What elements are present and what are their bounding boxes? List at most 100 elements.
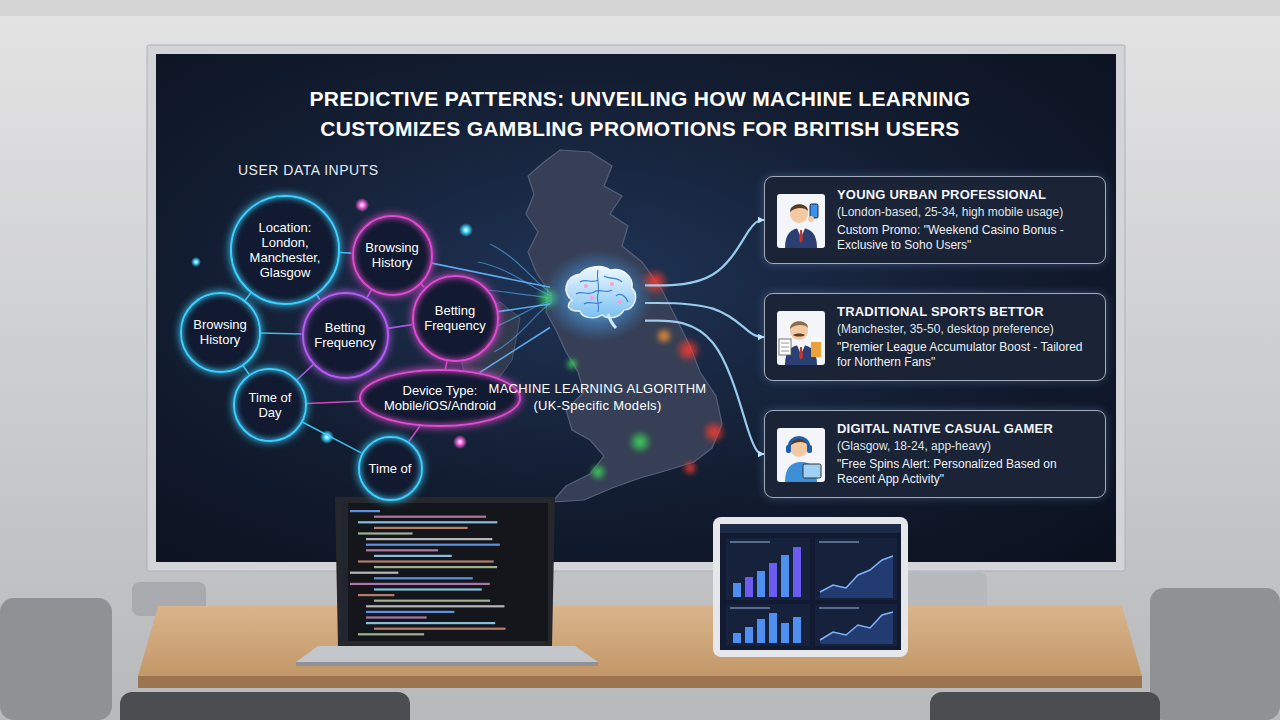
text-block: Browsing History (360, 240, 424, 270)
persona-details: (Manchester, 35-50, desktop preference) (837, 322, 1095, 337)
input-circle: Browsing History (180, 292, 261, 373)
brain-icon (584, 302, 602, 304)
brain-icon (618, 300, 622, 304)
input-ellipse: Device Type: Mobile/iOS/Android (359, 369, 521, 427)
code-line (358, 560, 494, 562)
code-line (366, 538, 492, 540)
persona-card: DIGITAL NATIVE CASUAL GAMER(Glasgow, 18-… (764, 410, 1106, 498)
persona-icon (807, 445, 812, 453)
chair (0, 572, 1280, 720)
heat-spot (589, 463, 607, 481)
connector (498, 304, 550, 312)
connector (367, 290, 371, 298)
chart-bar (733, 583, 741, 597)
network-dot (191, 257, 201, 267)
persona-icon (786, 445, 791, 453)
input-circle: Browsing History (352, 215, 433, 296)
promo-text: Custom Promo: "Weekend Casino Bonus - Ex… (837, 223, 1095, 253)
code-line (366, 549, 438, 551)
ceiling (0, 0, 1280, 16)
brain-icon (616, 294, 628, 302)
text-block: Time of (364, 461, 416, 476)
laptop (335, 497, 555, 646)
code-line (366, 616, 427, 618)
screen (156, 54, 1116, 562)
chair (930, 692, 1160, 720)
connector (245, 293, 251, 300)
input-circle: Betting Frequency (412, 275, 499, 362)
code-line (374, 566, 497, 568)
persona-icon (790, 322, 808, 340)
text-block: Time of Day (242, 390, 298, 420)
brain-icon (542, 250, 654, 342)
code-line (366, 605, 504, 607)
input-circle: Location: London, Manchester, Glasgow (230, 195, 340, 305)
connector (317, 295, 320, 300)
persona-icon (785, 228, 817, 248)
tablet (720, 524, 901, 650)
persona-details: (London-based, 25-34, high mobile usage) (837, 205, 1095, 220)
title-block: PREDICTIVE PATTERNS: UNVEILING HOW MACHI… (240, 84, 1040, 144)
connector (409, 426, 420, 441)
heat-spot (675, 337, 701, 363)
connector (307, 401, 360, 403)
chart-bar (745, 627, 753, 643)
persona-card: YOUNG URBAN PROFESSIONAL(London-based, 2… (764, 176, 1106, 264)
persona-title: DIGITAL NATIVE CASUAL GAMER (837, 420, 1095, 437)
persona-card: TRADITIONAL SPORTS BETTOR (Manchester, 35… (764, 293, 1106, 381)
input-label: Betting Frequency (310, 320, 380, 350)
input-label: Device Type: Mobile/iOS/Android (377, 383, 502, 413)
brain-icon (584, 284, 588, 288)
connector (445, 361, 447, 369)
text-block: Device Type: Mobile/iOS/Android (377, 383, 502, 413)
brain-icon (590, 296, 594, 300)
connector (645, 220, 764, 285)
code-line (366, 611, 454, 613)
code-line (374, 600, 490, 602)
code-line (374, 555, 452, 557)
code-line (358, 594, 394, 596)
code-line (374, 628, 506, 630)
chart-title-bar (730, 541, 770, 543)
brain-icon (597, 270, 598, 312)
persona-icon (790, 204, 808, 212)
text-block: Browsing History (188, 317, 252, 347)
persona-icon (777, 311, 825, 365)
chart-title-bar (819, 607, 859, 609)
brain-icon (610, 282, 614, 286)
chart-bar (769, 563, 777, 597)
input-label: Time of Day (242, 390, 298, 420)
persona-icon (777, 428, 825, 482)
chart-panel (726, 604, 810, 646)
tablet (713, 517, 908, 657)
code-line (358, 521, 497, 523)
section-label: USER DATA INPUTS (238, 162, 379, 179)
chart-panel (726, 538, 810, 600)
chart-area (820, 556, 893, 598)
persona-icon (789, 438, 809, 449)
chair (120, 692, 410, 720)
persona-title: TRADITIONAL SPORTS BETTOR (837, 303, 1095, 320)
persona-icon (799, 230, 803, 243)
code-line (350, 583, 490, 585)
chair (1150, 588, 1280, 720)
heat-spot (628, 430, 652, 454)
brain-icon (580, 280, 598, 282)
persona-icon (779, 339, 791, 355)
laptop (296, 646, 598, 662)
connector (260, 332, 301, 335)
tablet (720, 524, 901, 646)
chart-area (820, 612, 893, 644)
code-line (366, 544, 500, 546)
heat-spot (655, 327, 673, 345)
persona-icon (808, 216, 814, 222)
code-line (358, 633, 424, 635)
chair (0, 598, 112, 720)
connector (303, 422, 361, 453)
algorithm-label: MACHINE LEARNING ALGORITHM (UK-Specific … (478, 380, 718, 414)
persona-icon (777, 311, 825, 365)
heat-spot (682, 460, 698, 476)
chart-line (820, 556, 893, 592)
input-label: Time of (364, 461, 416, 476)
chart-title-bar (819, 541, 859, 543)
